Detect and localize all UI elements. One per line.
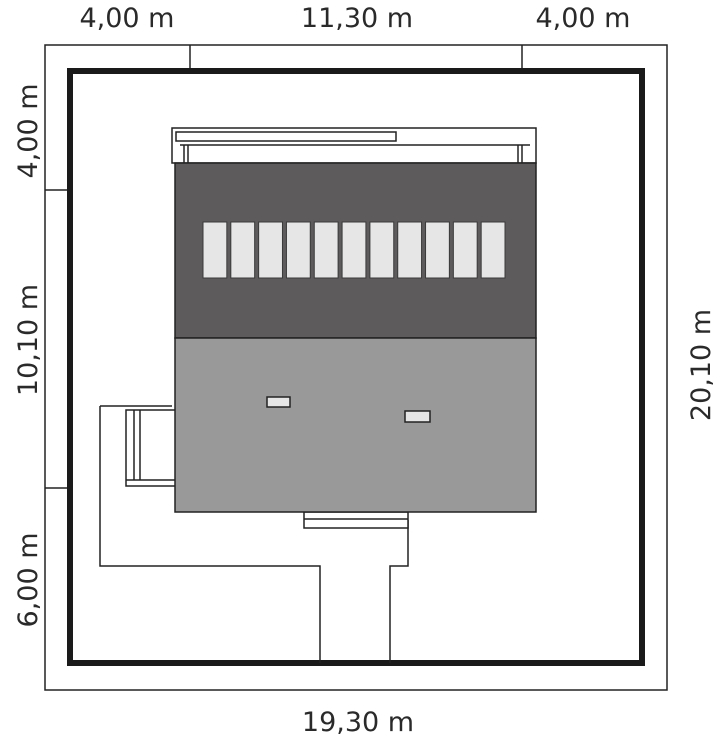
dim-right: 20,10 m (686, 309, 716, 421)
skylight-panel (397, 221, 423, 279)
entrance-steps (303, 511, 409, 529)
roof-vent-right (404, 410, 431, 423)
dim-top-right: 4,00 m (535, 3, 630, 34)
dim-left-top: 4,00 m (13, 83, 44, 178)
skylight-row (202, 221, 506, 279)
skylight-panel (452, 221, 478, 279)
roof-light-section (174, 337, 537, 513)
skylight-panel (202, 221, 228, 279)
dim-top-left: 4,00 m (79, 3, 174, 34)
skylight-panel (480, 221, 506, 279)
dim-left-bottom: 6,00 m (13, 532, 44, 627)
skylight-panel (425, 221, 450, 279)
skylight-panel (369, 221, 395, 279)
skylight-panel (285, 221, 311, 279)
skylight-panel (258, 221, 283, 279)
dim-top-middle: 11,30 m (301, 3, 413, 34)
dim-bottom: 19,30 m (302, 707, 414, 738)
skylight-panel (313, 221, 339, 279)
skylight-panel (341, 221, 367, 279)
roof-vent-left (266, 396, 291, 408)
driveway-path (99, 406, 409, 663)
dim-left-middle: 10,10 m (13, 284, 44, 396)
skylight-panel (230, 221, 256, 279)
plot-boundary (67, 68, 645, 666)
canopy-structure (171, 127, 537, 164)
side-terrace (100, 405, 177, 487)
